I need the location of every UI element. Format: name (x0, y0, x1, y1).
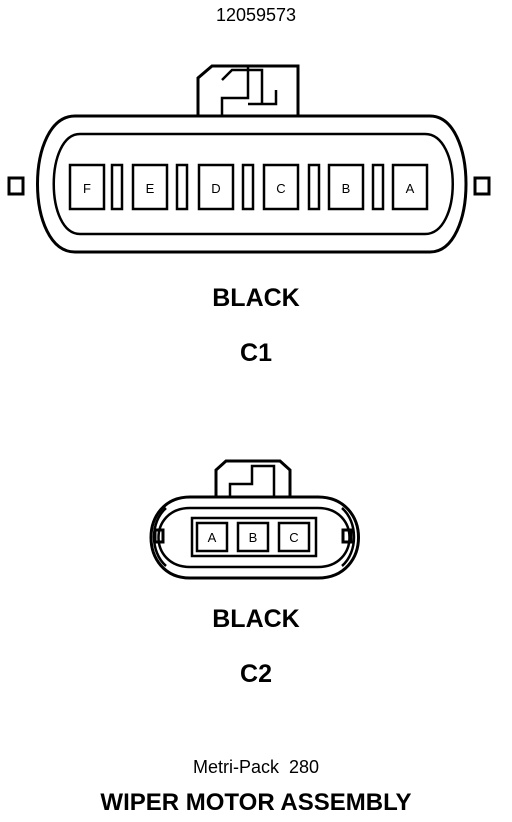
c2-cavity-label: C (289, 530, 298, 545)
c1-cavity-label: E (146, 181, 155, 196)
c2-color-label: BLACK (212, 605, 300, 633)
c2-id-label: C2 (240, 660, 272, 688)
c1-cavity-label: D (211, 181, 220, 196)
connector-c2-cavities (195, 521, 311, 553)
c1-divider (110, 163, 124, 211)
c1-cavity-label: B (342, 181, 351, 196)
c2-cavity-c (277, 521, 311, 553)
c1-cavity-label: C (276, 181, 285, 196)
c1-cavity-e (131, 163, 169, 211)
c1-cavity-b (327, 163, 365, 211)
c1-divider (371, 163, 385, 211)
c2-cavity-label: A (208, 530, 217, 545)
c1-cavity-a (391, 163, 429, 211)
c1-color-label: BLACK (212, 284, 300, 312)
assembly-title: WIPER MOTOR ASSEMBLY (100, 789, 412, 816)
c2-cavity-a (195, 521, 229, 553)
c1-cavity-c (262, 163, 300, 211)
connector-type-label: Metri-Pack 280 (192, 757, 320, 777)
c1-divider (241, 163, 255, 211)
c1-divider (307, 163, 321, 211)
part-number-label: 12059573 (215, 5, 297, 25)
c1-id-label: C1 (240, 339, 272, 367)
c1-cavity-f (68, 163, 106, 211)
connector-c1-body (7, 64, 491, 254)
connector-c1-cavities (68, 163, 429, 211)
c2-cavity-b (236, 521, 270, 553)
c1-cavity-label: F (83, 181, 91, 196)
c1-cavity-label: A (406, 181, 415, 196)
c2-cavity-label: B (249, 530, 258, 545)
connector-c2-cavity-labels: A B C (208, 530, 299, 545)
c1-divider (175, 163, 189, 211)
c1-cavity-d (197, 163, 235, 211)
connector-c2-body (149, 459, 360, 580)
connector-c1-cavity-labels: F E D C B A (83, 181, 415, 196)
